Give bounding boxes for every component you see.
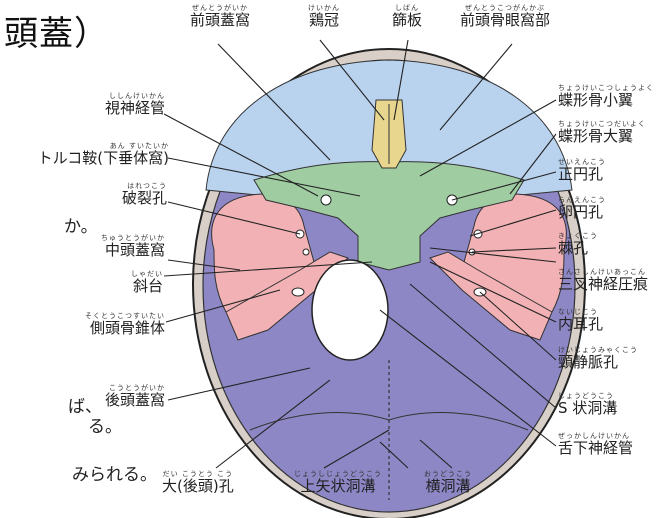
label-foramen-spinosum: きょくこう 棘孔 [558,232,598,257]
label-posterior-cranial-fossa: こうとうがいか 後頭蓋窩 [105,384,165,409]
label-transverse-sulcus: おうどうこう 横洞溝 [424,470,472,495]
label-foramen-magnum: だい こうとう こう 大(後頭)孔 [162,470,234,495]
label-greater-wing: ちょうけいこつだいよく 蝶形骨大翼 [558,120,646,145]
label-clivus: しゃだい 斜台 [131,270,163,295]
label-foramen-rotundum: せいえんこう 正円孔 [558,158,606,183]
label-sigmoid-sulcus: じょうどうこう S 状洞溝 [558,392,617,417]
label-lesser-wing: ちょうけいこつしょうよく 蝶形骨小翼 [558,84,654,109]
label-anterior-cranial-fossa: ぜんとうがいか 前頭蓋窩 [190,4,250,29]
label-superior-sagittal-sulcus: じょうしじょうどうこう 上矢状洞溝 [294,470,382,495]
label-trigeminal-impression: さんさしんけいあっこん 三叉神経圧痕 [558,268,648,293]
label-middle-cranial-fossa: ちゅうとうがいか 中頭蓋窩 [101,234,165,259]
label-petrous-temporal: そくとうこつすいたい 側頭骨錐体 [85,312,165,337]
foramen-magnum [312,260,388,360]
label-internal-acoustic-meatus: ないじこう 内耳孔 [558,308,603,333]
label-hypoglossal-canal: ぜっかしんけいかん 舌下神経管 [558,432,633,457]
label-crista-galli: けいかん 鶏冠 [308,4,340,29]
label-foramen-lacerum: はれつこう 破裂孔 [122,182,167,207]
label-optic-canal: ししんけいかん 視神経管 [105,92,165,117]
label-foramen-ovale: らんえんこう 卵円孔 [558,196,606,221]
label-orbital-part-frontal: ぜんとうこつがんかぶ 前頭骨眼窩部 [460,4,550,29]
label-sella-turcica: あん すいたいか トルコ鞍(下垂体窩) [38,142,169,167]
label-jugular-foramen: けいじょうみゃくこう 頸静脈孔 [558,346,638,371]
label-cribriform-plate: しばん 篩板 [392,4,422,29]
